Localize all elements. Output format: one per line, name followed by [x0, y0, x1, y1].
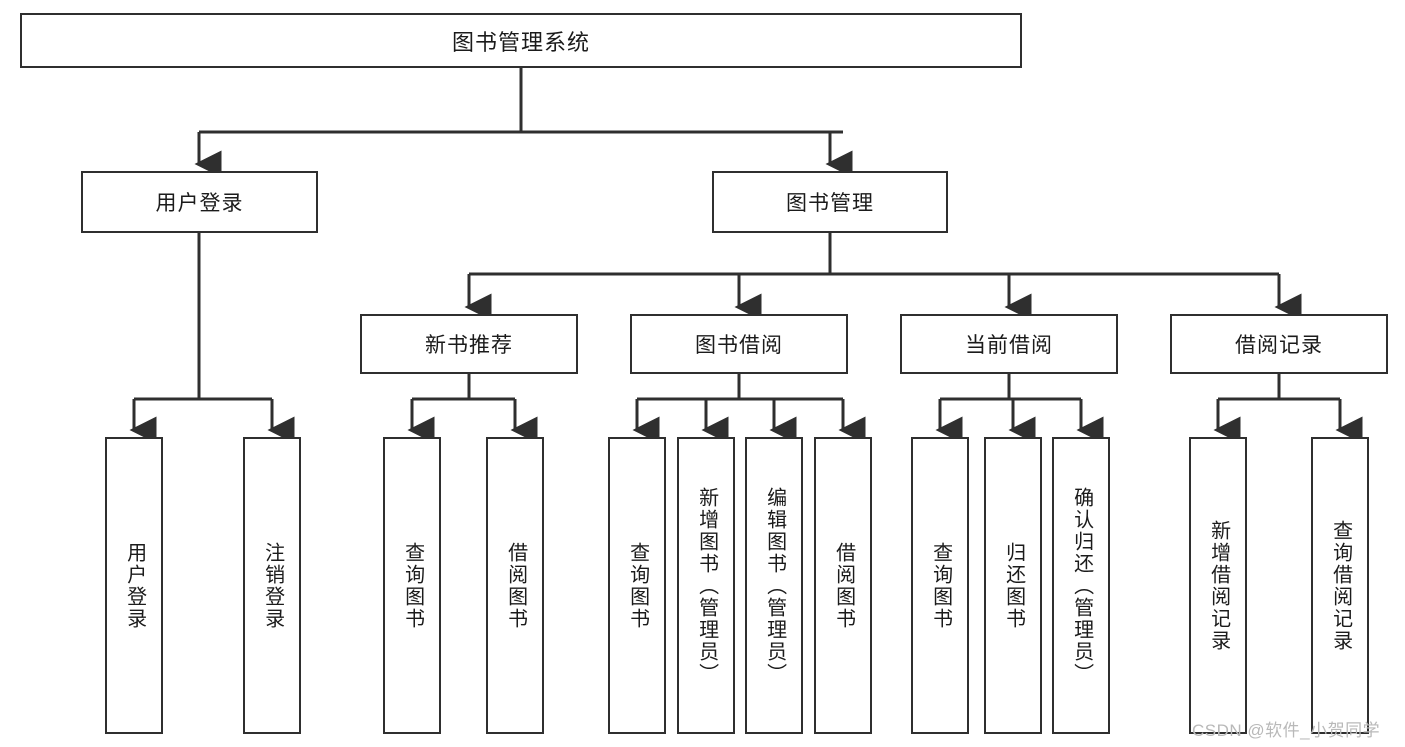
node-label: 借阅图书 [504, 541, 527, 630]
node-label: 借阅图书 [832, 541, 855, 630]
node-label: 编辑图书（管理员） [763, 486, 786, 685]
node-level2-book-borrow[interactable]: 图书借阅 [630, 314, 848, 374]
node-level2-new-book-recommend[interactable]: 新书推荐 [360, 314, 578, 374]
node-label: 图书管理 [786, 192, 874, 215]
node-level1-user-login[interactable]: 用户登录 [81, 171, 318, 233]
node-leaf-user-login[interactable]: 用户登录 [105, 437, 163, 734]
node-label: 查询图书 [401, 541, 424, 630]
node-root[interactable]: 图书管理系统 [20, 13, 1022, 68]
node-leaf-return-book[interactable]: 归还图书 [984, 437, 1042, 734]
node-label: 新增借阅记录 [1207, 519, 1230, 652]
node-level2-borrow-record[interactable]: 借阅记录 [1170, 314, 1388, 374]
node-label: 新增图书（管理员） [695, 486, 718, 685]
node-leaf-query-book-recommend[interactable]: 查询图书 [383, 437, 441, 734]
node-level1-book-management[interactable]: 图书管理 [712, 171, 948, 233]
node-leaf-borrow-book-recommend[interactable]: 借阅图书 [486, 437, 544, 734]
node-label: 查询图书 [929, 541, 952, 630]
node-label: 确认归还（管理员） [1070, 486, 1093, 685]
node-label: 用户登录 [155, 192, 244, 215]
node-label: 用户登录 [123, 541, 146, 630]
node-label: 图书借阅 [695, 334, 783, 357]
node-leaf-add-borrow-record[interactable]: 新增借阅记录 [1189, 437, 1247, 734]
node-label: 查询图书 [626, 541, 649, 630]
node-label: 归还图书 [1002, 541, 1025, 630]
node-leaf-query-book-borrow[interactable]: 查询图书 [608, 437, 666, 734]
node-label: 图书管理系统 [451, 29, 590, 55]
node-label: 新书推荐 [425, 334, 513, 357]
node-leaf-edit-book-admin[interactable]: 编辑图书（管理员） [745, 437, 803, 734]
node-leaf-query-borrow-record[interactable]: 查询借阅记录 [1311, 437, 1369, 734]
node-leaf-query-book-current[interactable]: 查询图书 [911, 437, 969, 734]
node-leaf-logout[interactable]: 注销登录 [243, 437, 301, 734]
node-label: 查询借阅记录 [1329, 519, 1352, 652]
node-leaf-confirm-return-admin[interactable]: 确认归还（管理员） [1052, 437, 1110, 734]
node-leaf-borrow-book[interactable]: 借阅图书 [814, 437, 872, 734]
node-label: 注销登录 [261, 541, 284, 630]
csdn-watermark: CSDN @软件_小贺同学 [1192, 721, 1381, 740]
node-label: 借阅记录 [1235, 334, 1323, 357]
node-label: 当前借阅 [965, 334, 1053, 357]
node-leaf-add-book-admin[interactable]: 新增图书（管理员） [677, 437, 735, 734]
node-level2-current-borrow[interactable]: 当前借阅 [900, 314, 1118, 374]
